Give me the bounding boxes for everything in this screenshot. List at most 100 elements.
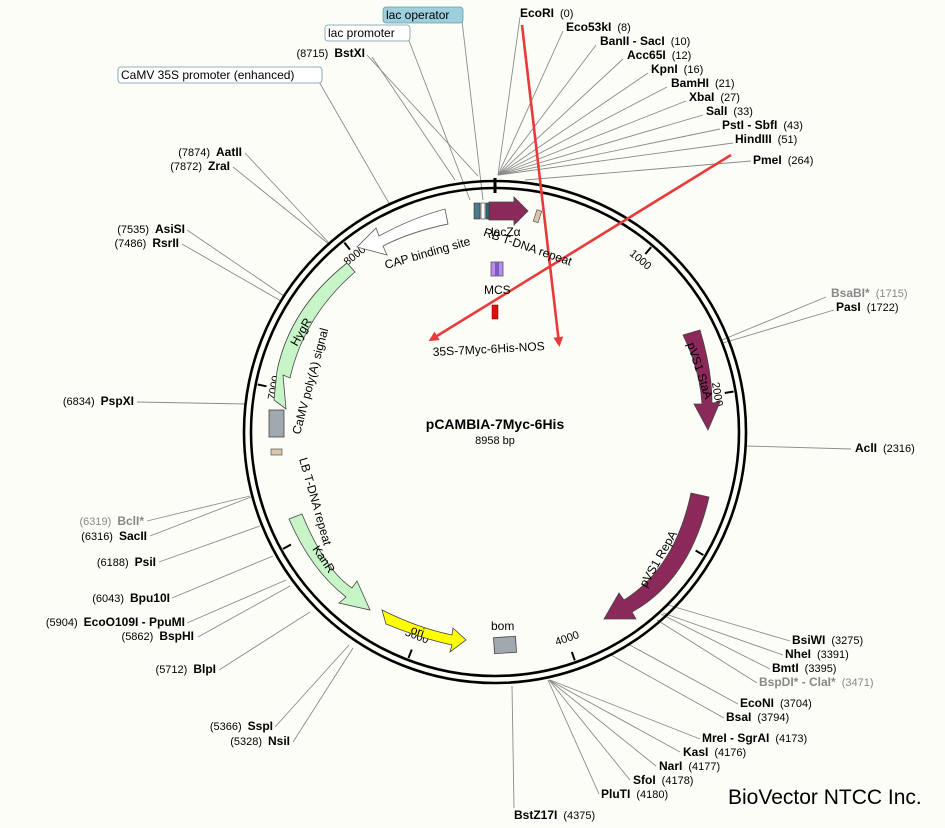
tick-label: 4000 [554, 629, 581, 648]
pvs1-repa-feature [603, 492, 710, 620]
site-label-blpi: (5712)BlpI [156, 662, 216, 676]
site-position: (264) [788, 155, 814, 167]
site-position: (4173) [775, 733, 807, 745]
site-label-acli: AclI(2316) [855, 441, 915, 455]
site-label-econi: EcoNI(3704) [740, 696, 812, 710]
mcs-inner [495, 262, 499, 276]
tick-label: 1000 [627, 248, 653, 273]
site-position: (6834) [63, 396, 95, 408]
mcs-label: MCS [484, 283, 511, 297]
staa-label: pVS1 StaA [684, 341, 715, 401]
site-label-sspi: (5366)SspI [210, 719, 273, 733]
site-label-sali: SalI(33) [706, 104, 753, 118]
site-position: (4180) [636, 789, 668, 801]
site-position: (6188) [97, 557, 129, 569]
site-name: SfoI [633, 773, 656, 787]
site-name: PstI - SbfI [722, 118, 777, 132]
site-name: EcoRI [520, 6, 554, 20]
lac-promoter-block [480, 202, 486, 220]
tick-mark [695, 549, 704, 556]
site-name: BmtI [772, 661, 799, 675]
site-position: (8715) [297, 48, 329, 60]
site-label-ecoo109i-ppumi: (5904) EcoO109I - PpuMI [46, 615, 185, 629]
vendor-watermark: BioVector NTCC Inc. [728, 786, 922, 809]
lacz-label: lacZα [491, 225, 521, 239]
site-name: BsiWI [792, 633, 825, 647]
kanr-feature [288, 513, 371, 611]
site-label-bmti: BmtI(3395) [772, 661, 836, 675]
site-position: (0) [560, 8, 573, 20]
site-position: (6043) [92, 593, 124, 605]
site-position: (16) [684, 64, 704, 76]
tick-mark [257, 383, 267, 388]
site-name: BlpI [193, 662, 216, 676]
site-label-bamhi: BamHI(21) [671, 76, 735, 90]
site-label-banii-saci: BanII - SacI(10) [600, 34, 690, 48]
tick-mark [282, 543, 292, 550]
site-label-sfoi: SfoI(4178) [633, 773, 693, 787]
site-name: XbaI [689, 90, 714, 104]
ori-feature [381, 609, 467, 654]
site-label-zrai: (7872)ZraI [170, 159, 230, 173]
site-label-pasi: PasI(1722) [836, 300, 898, 314]
plasmid-size: 8958 bp [475, 435, 515, 447]
camv-35s-box: CaMV 35S promoter (enhanced) [117, 66, 323, 84]
site-position: (1722) [867, 302, 899, 314]
site-label-kpni: KpnI (16) [651, 62, 703, 76]
site-position: (1715) [876, 288, 908, 300]
site-label-bcli: (6319)BclI* [80, 514, 145, 528]
site-name: RsrII [152, 236, 179, 250]
lac-promoter-box: lac promoter [324, 24, 411, 42]
site-position: (33) [733, 106, 753, 118]
site-name: PspXI [101, 394, 134, 408]
site-label-xbai: XbaI(27) [689, 90, 740, 104]
site-position: (5904) [46, 617, 78, 629]
cap-binding-site-feature [356, 208, 449, 256]
site-label-psii: (6188)PsiI [97, 555, 156, 569]
site-name: KpnI [651, 62, 678, 76]
lb-tdna-repeat-feature [270, 448, 283, 456]
site-label-bstz17i: BstZ17I(4375) [514, 808, 595, 822]
site-position: (51) [778, 134, 798, 146]
site-name: BspDI* - ClaI* [759, 675, 836, 689]
site-label-bsiwi: BsiWI(3275) [792, 633, 863, 647]
site-name: BstXI [334, 46, 365, 60]
site-name: SacII [119, 529, 147, 543]
site-label-mrei-sgrai: MreI - SgrAI (4173) [702, 731, 807, 745]
site-name: NsiI [268, 734, 290, 748]
site-name: BstZ17I [514, 808, 557, 822]
site-label-nsii: (5328)NsiI [230, 734, 290, 748]
site-position: (4176) [714, 747, 746, 759]
site-position: (2316) [883, 443, 915, 455]
tick-mark [644, 246, 652, 255]
site-label-bsphi: (5862) BspHI [122, 629, 194, 643]
site-label-bpu10i: (6043) Bpu10I [92, 591, 170, 605]
site-label-psti-sbfi: PstI - SbfI(43) [722, 118, 803, 132]
site-name: MreI - SgrAI [702, 731, 769, 745]
site-position: (7535) [117, 224, 149, 236]
site-name: EcoO109I - PpuMI [84, 615, 185, 629]
site-label-sacii: (6316)SacII [81, 529, 147, 543]
insert-start-block [491, 304, 499, 320]
site-name: Acc65I [627, 48, 666, 62]
site-position: (21) [715, 78, 735, 90]
site-connector-lines [136, 16, 852, 809]
site-name: PmeI [753, 153, 782, 167]
lac-operator-block [473, 202, 481, 220]
site-position: (3704) [780, 698, 812, 710]
site-position: (12) [672, 50, 692, 62]
site-position: (7874) [178, 147, 210, 159]
bom-feature [493, 635, 517, 655]
rb-tdna-repeat-feature [532, 209, 543, 224]
plasmid-name: pCAMBIA-7Myc-6His [426, 416, 565, 432]
insert-label: 35S-7Myc-6His-NOS [432, 339, 545, 359]
site-name: BclI* [117, 514, 144, 528]
site-name: NheI [785, 647, 811, 661]
site-position: (5862) [122, 631, 154, 643]
site-name: BspHI [159, 629, 194, 643]
backbone-inner-circle [249, 186, 741, 678]
site-label-acc65i: Acc65I (12) [627, 48, 691, 62]
site-name: Bpu10I [130, 591, 170, 605]
